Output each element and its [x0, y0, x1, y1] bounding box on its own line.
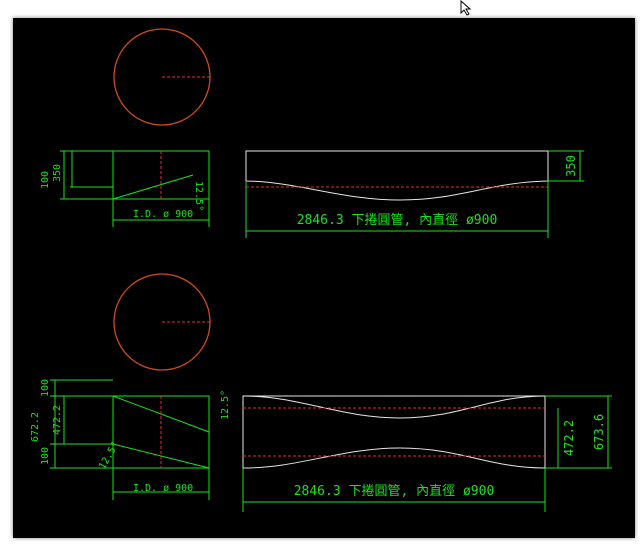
cad-canvas[interactable]	[13, 18, 635, 538]
unrolled-bottom-dims	[242, 395, 612, 512]
length-label-bottom: 2846.3 下捲圓管, 內直徑 ø900	[294, 484, 495, 499]
dim-bottom-id: I.D. ø 900	[133, 483, 193, 494]
dim-top-right-350: 350	[564, 155, 578, 177]
unrolled-top-dims	[245, 150, 584, 238]
dim-bottom-100-bottom: 100	[40, 447, 51, 465]
dim-bottom-angle-bottom: 12.5°	[97, 440, 122, 472]
mouse-cursor-icon	[460, 0, 472, 16]
side-view-top	[60, 150, 210, 227]
dim-bottom-right-6736: 673.6	[592, 414, 606, 450]
side-view-bottom	[50, 379, 210, 500]
dim-bottom-angle-top: 12.5°	[220, 390, 231, 420]
dim-top-100: 100	[40, 171, 51, 189]
dim-bottom-6722: 672.2	[30, 412, 41, 442]
dim-top-id: I.D. ø 900	[133, 209, 193, 220]
dim-bottom-4722: 472.2	[52, 405, 63, 435]
unrolled-pattern-top	[245, 150, 549, 201]
unrolled-pattern-bottom	[242, 395, 546, 469]
dim-top-350: 350	[52, 164, 63, 182]
length-label-top: 2846.3 下捲圓管, 內直徑 ø900	[297, 213, 498, 228]
dim-bottom-100-top: 100	[40, 379, 51, 397]
dim-bottom-right-4722: 472.2	[562, 420, 576, 456]
dim-top-angle: 12.5°	[193, 181, 204, 211]
